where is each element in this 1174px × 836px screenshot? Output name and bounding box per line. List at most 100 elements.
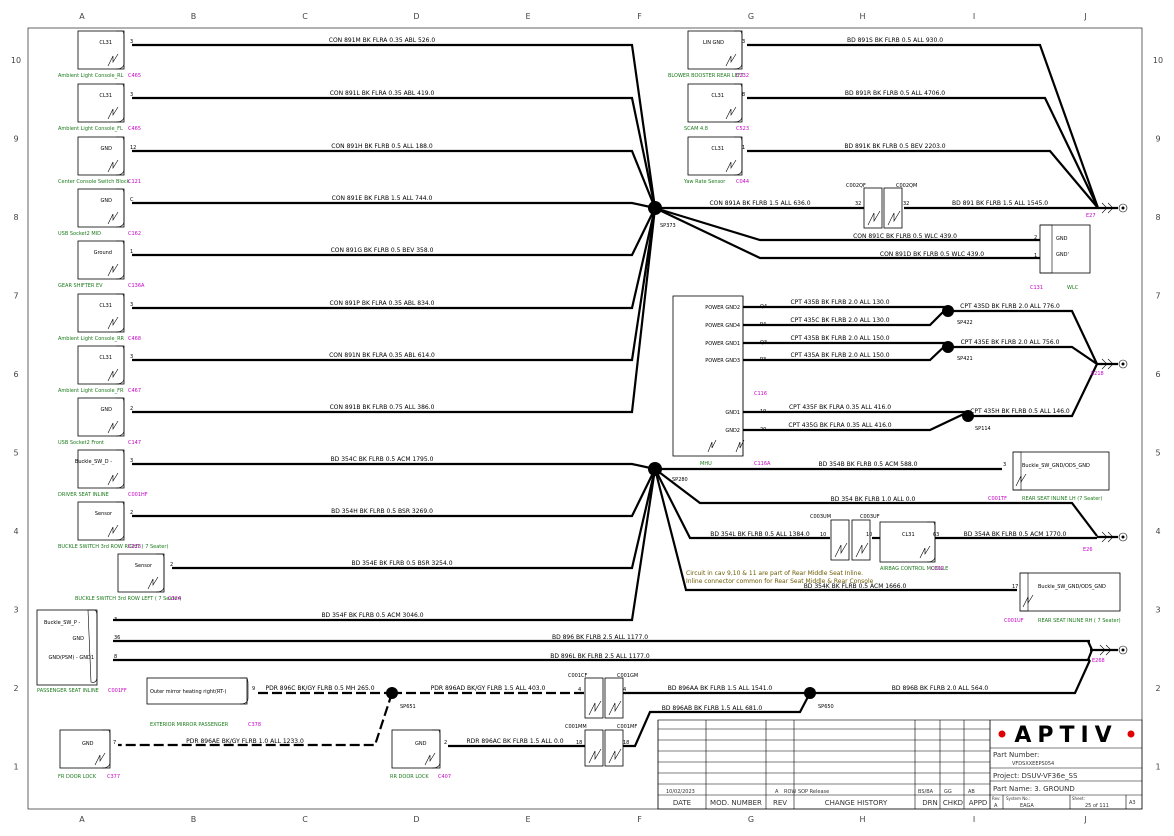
connector-top-right-3-pin-label: CL31 bbox=[711, 146, 724, 152]
grid-col-bottom-E: E bbox=[525, 815, 530, 824]
c001-cf-label: C001CF bbox=[568, 673, 588, 679]
part-number: VFDSXXEEPS054 bbox=[1012, 761, 1054, 767]
c002-left-label: C002QF bbox=[846, 183, 866, 189]
part-name: Part Name: 3. GROUND bbox=[993, 785, 1075, 793]
mhu-id-top: C116 bbox=[754, 391, 767, 397]
grid-col-bottom-A: A bbox=[79, 815, 85, 824]
connector-left-3-pin: 12 bbox=[130, 145, 136, 151]
passenger-seat-name: PASSENGER SEAT INLINE bbox=[37, 688, 99, 694]
tb-h-appd: APPD bbox=[969, 799, 988, 807]
part-number-label: Part Number: bbox=[993, 751, 1039, 759]
grid-row-right-8: 8 bbox=[1155, 213, 1160, 222]
mirror-name: EXTERIOR MIRROR PASSENGER bbox=[150, 722, 229, 728]
sheet-label: Sheet: bbox=[1072, 796, 1085, 801]
wire-left-1 bbox=[132, 43, 657, 209]
c002-right-label: C002QM bbox=[896, 183, 917, 189]
wire-left-label-7: CON 891N BK FLRA 0.35 ABL 614.0 bbox=[329, 352, 435, 359]
wlc-name: WLC bbox=[1067, 285, 1079, 291]
connector-left-4-name: USB Socket2 MID bbox=[58, 231, 101, 237]
connector-top-right-2-name: SCAM 4.8 bbox=[684, 126, 708, 132]
mhu-wire-2 bbox=[743, 306, 949, 327]
c002-pin-right: 32 bbox=[903, 201, 909, 207]
connector-top-right-1-pin-label: LIN GND bbox=[703, 40, 724, 46]
mhu-wire-4-label: CPT 435A BK FLRB 2.0 ALL 150.0 bbox=[790, 352, 889, 359]
splice-sp650-label: SP650 bbox=[818, 704, 834, 710]
c003-right-label: C003UF bbox=[860, 514, 880, 520]
connector-left-2-id: C465 bbox=[128, 126, 141, 132]
connector-left-5-name: GEAR SHIFTER EV bbox=[58, 283, 103, 289]
connector-left-5-pin: 1 bbox=[130, 249, 133, 255]
connector-left-11-pin: 2 bbox=[170, 562, 173, 568]
connector-left-8-name: USB Socket2 Front bbox=[58, 440, 104, 446]
grid-col-bottom-B: B bbox=[191, 815, 197, 824]
grid-row-right-6: 6 bbox=[1155, 370, 1160, 379]
wire-left-5 bbox=[132, 207, 656, 257]
connector-top-right-2-pin: 8 bbox=[742, 92, 745, 98]
mhu-wire-2-label: CPT 435C BK FLRB 2.0 ALL 130.0 bbox=[790, 317, 889, 324]
wire-435h: CPT 435H BK FLRB 0.5 ALL 146.0 bbox=[970, 408, 1070, 415]
wire-896: BD 896 BK FLRB 2.5 ALL 1177.0 bbox=[552, 634, 648, 641]
wire-left-label-2: CON 891L BK FLRA 0.35 ABL 419.0 bbox=[330, 90, 435, 97]
ground-e268-label: E268 bbox=[1092, 658, 1105, 664]
grid-row-left-4: 4 bbox=[13, 527, 18, 536]
wire-left-label-12: BD 354F BK FLRB 0.5 ACM 3046.0 bbox=[321, 612, 423, 619]
grid-row-left-3: 3 bbox=[13, 606, 18, 615]
grid-row-left-10: 10 bbox=[11, 56, 21, 65]
wire-354b: BD 354B BK FLRB 0.5 ACM 588.0 bbox=[819, 461, 918, 468]
connector-left-2-pin: 3 bbox=[130, 92, 133, 98]
mhu-wire-5-label: CPT 435F BK FLRA 0.35 ALL 416.0 bbox=[789, 404, 891, 411]
wire-891: BD 891 BK FLRB 1.5 ALL 1545.0 bbox=[952, 200, 1048, 207]
wire-left-4 bbox=[132, 201, 656, 210]
grid-row-left-2: 2 bbox=[13, 684, 18, 693]
connector-left-6-pin: 3 bbox=[130, 302, 133, 308]
project: Project: DSUV-VF36e_SS bbox=[993, 772, 1078, 780]
c003-pin-left: 10 bbox=[820, 532, 826, 538]
connector-left-3-id: C121 bbox=[128, 179, 141, 185]
rr-door-id: C407 bbox=[438, 774, 451, 780]
logo-dot-left bbox=[998, 730, 1006, 738]
wire-left-label-5: CON 891G BK FLRB 0.5 BEV 358.0 bbox=[331, 247, 434, 254]
connector-top-right-1-name: BLOWER BOOSTER REAR LEFT bbox=[668, 73, 745, 79]
c003-left-label: C003UM bbox=[810, 514, 831, 520]
inline-c002: C002QF C002QM 32 32 bbox=[846, 183, 917, 229]
grid-row-right-2: 2 bbox=[1155, 684, 1160, 693]
grid-col-bottom-G: G bbox=[748, 815, 754, 824]
wlc-pin1-label: GND bbox=[1056, 236, 1068, 242]
wire-left-3 bbox=[132, 149, 657, 209]
rear-rh-label: Buckle_SW_GND/ODS_GND bbox=[1038, 584, 1106, 590]
wire-354k: BD 354K BK FLRB 0.5 ACM 1666.0 bbox=[804, 583, 907, 590]
connector-top-right-3-id: C044 bbox=[736, 179, 749, 185]
connector-top-right-3-wire: BD 891K BK FLRB 0.5 BEV 2203.0 bbox=[844, 143, 945, 150]
connector-top-right-3-pin: 1 bbox=[742, 145, 745, 151]
mhu-wire-4 bbox=[743, 342, 949, 362]
fr-door-pin-label: GND bbox=[82, 741, 94, 747]
airbag-pin: 63 bbox=[933, 532, 939, 538]
tb-rev-value: A bbox=[775, 789, 779, 795]
connector-left-4-pin-label: GND bbox=[101, 198, 113, 204]
wlc-connector: GND GND' 2 1 C131 WLC bbox=[1030, 224, 1091, 291]
connector-left-11-pin-label: Sensor bbox=[135, 563, 153, 569]
connector-left-9-name: DRIVER SEAT INLINE bbox=[58, 492, 109, 498]
wire-left-11 bbox=[172, 468, 657, 570]
grid-row-left-8: 8 bbox=[13, 213, 18, 222]
splice-sp651-label: SP651 bbox=[400, 704, 416, 710]
grid-row-left-5: 5 bbox=[13, 449, 18, 458]
ground-e27: E27 bbox=[1086, 202, 1128, 219]
sheet-size: A3 bbox=[1129, 800, 1136, 806]
mhu-name: MHU bbox=[700, 461, 712, 467]
connector-left-7-name: Ambient Light Console_FR bbox=[58, 388, 124, 394]
wire-left-8 bbox=[132, 207, 657, 414]
connector-left-9-pin: 3 bbox=[130, 458, 133, 464]
airbag-pin-label: CL31 bbox=[902, 532, 915, 538]
grid-col-top-H: H bbox=[859, 12, 865, 21]
